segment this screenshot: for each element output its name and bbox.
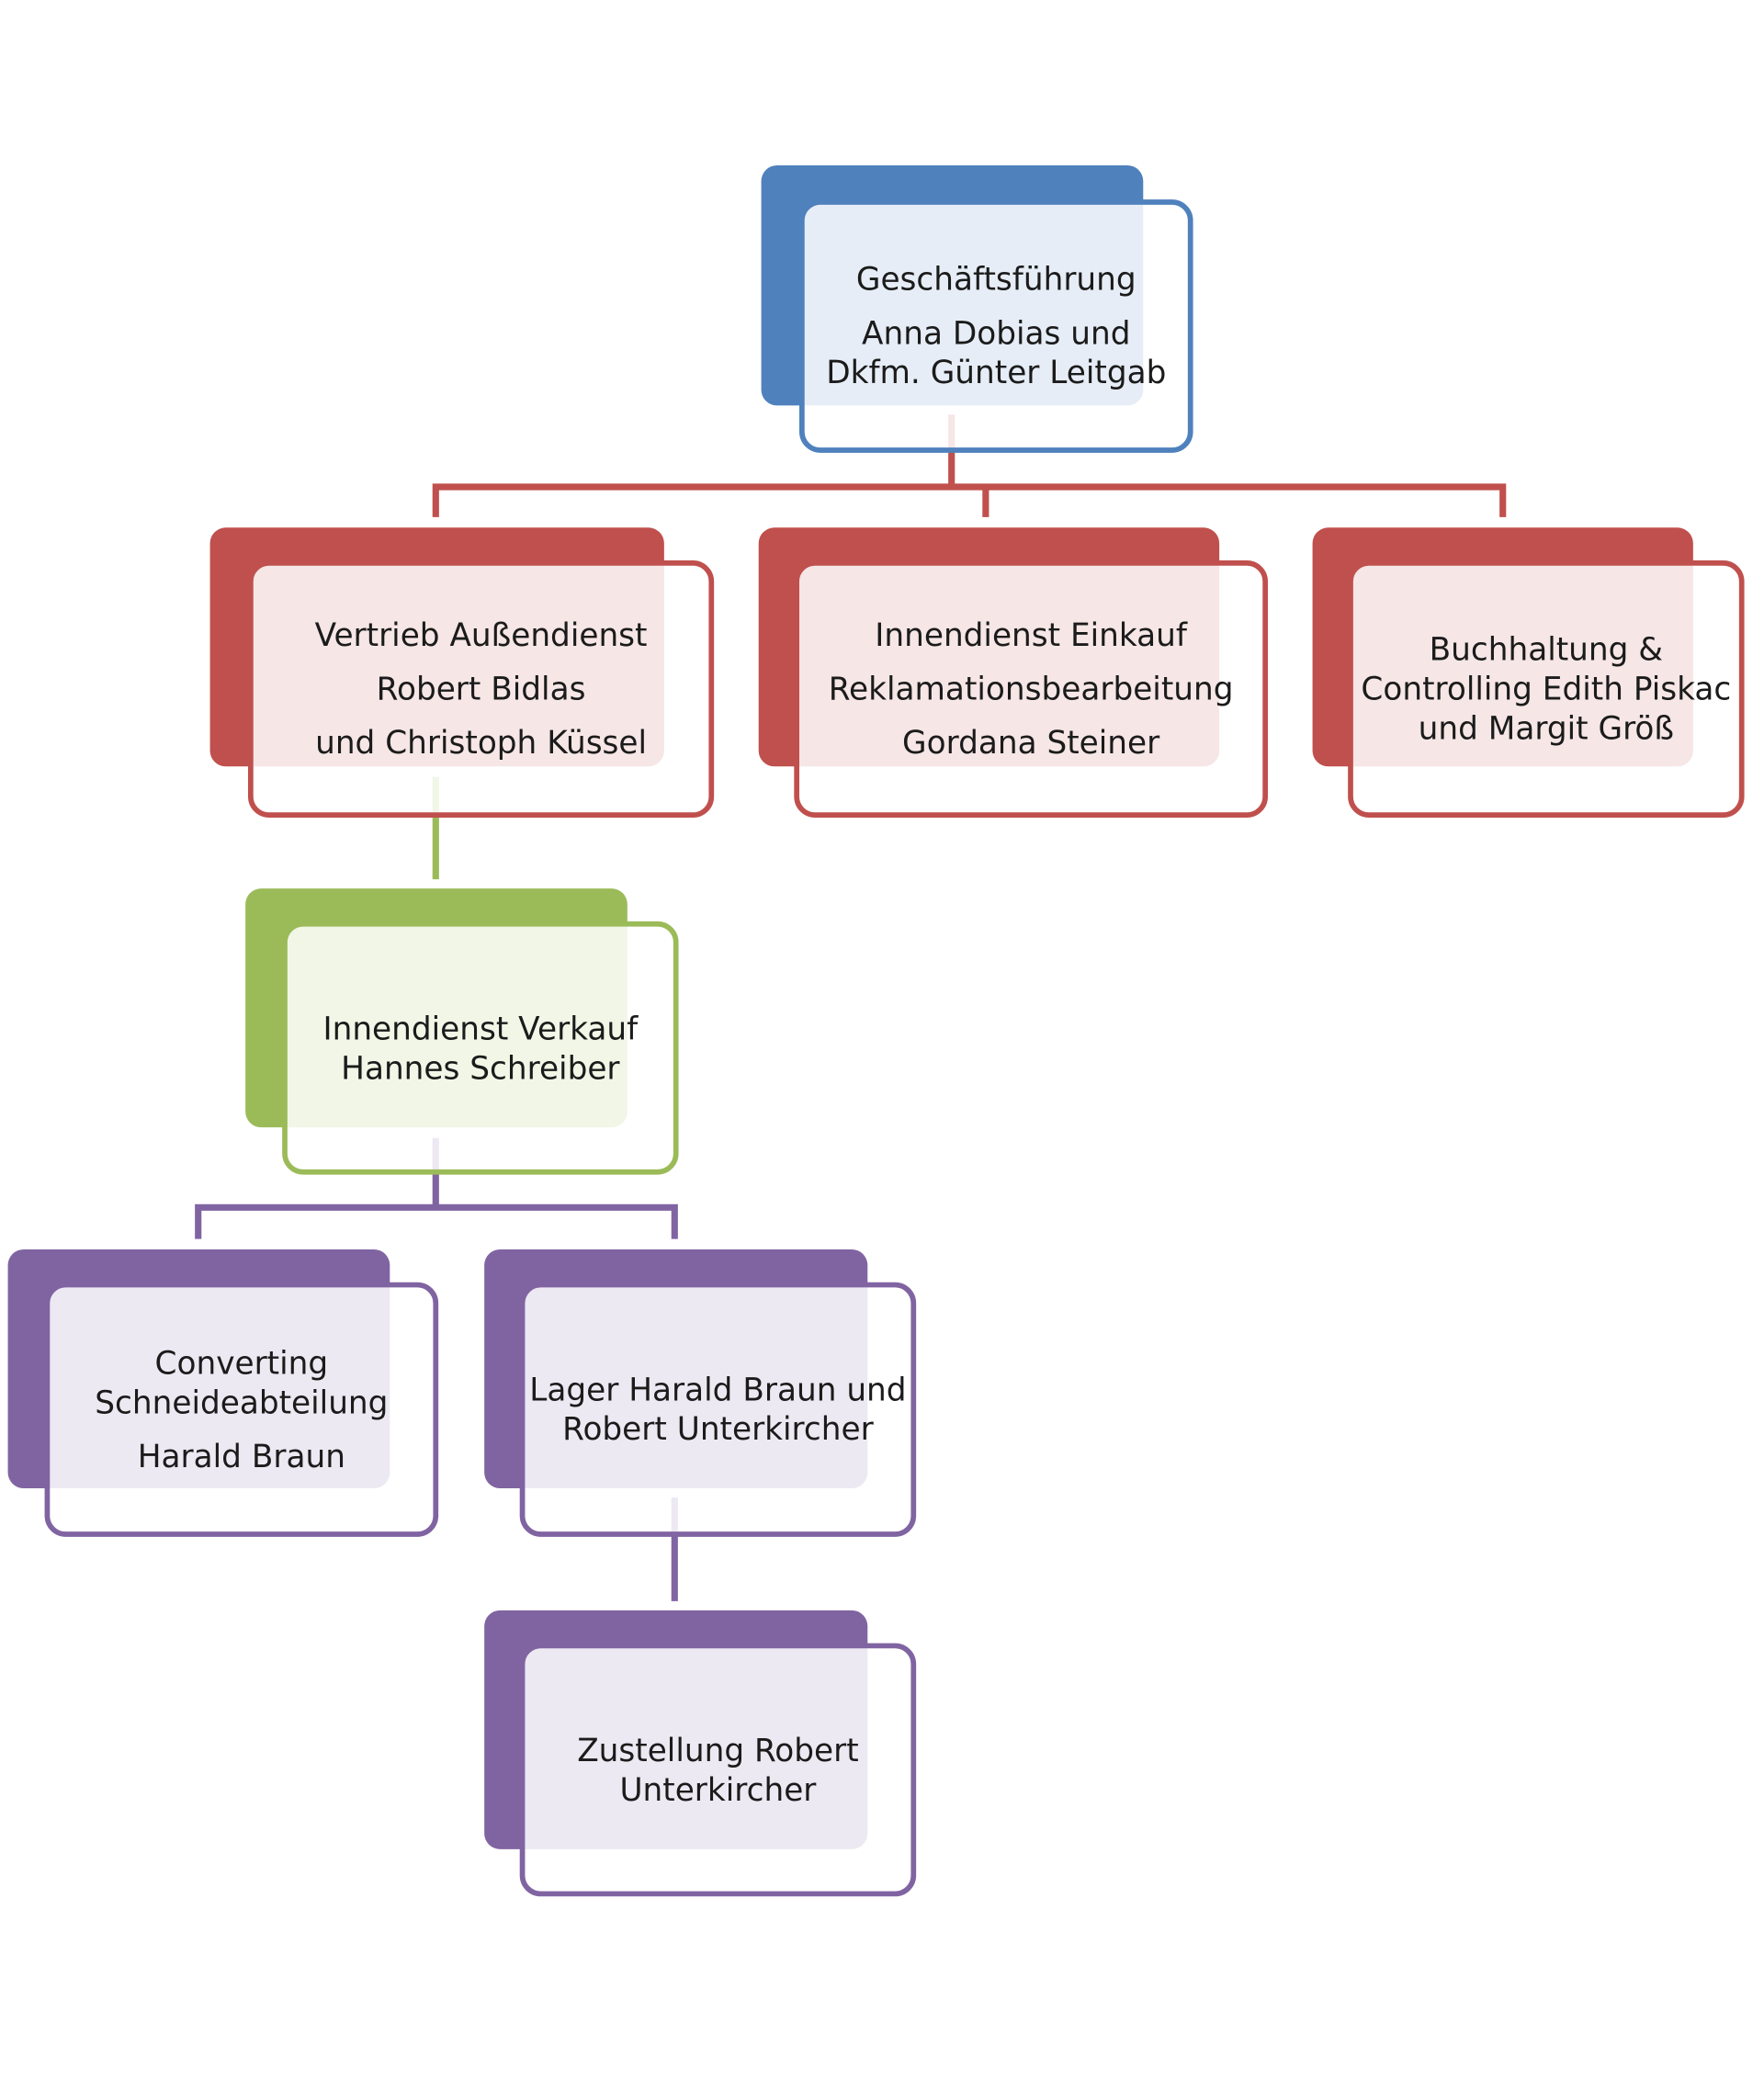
node-sales-field-box: Vertrieb Außendienst Robert Bidlas und C… <box>247 559 715 818</box>
node-management-line-3: Dkfm. Günter Leitgab <box>826 354 1167 391</box>
node-sales-office-line-1: Innendienst Verkauf <box>322 1010 639 1047</box>
node-warehouse-box: Lager Harald Braun und Robert Unterkirch… <box>519 1282 917 1537</box>
node-accounting-line-2: Controlling Edith Piskac <box>1361 670 1732 707</box>
node-converting-line-2: Schneideabteilung <box>95 1384 389 1421</box>
node-delivery-line-2: Unterkircher <box>619 1770 817 1808</box>
node-accounting-line-1: Buchhaltung & <box>1429 631 1664 669</box>
node-delivery-line-1: Zustellung Robert <box>577 1731 859 1768</box>
node-converting-line-3: Harald Braun <box>137 1437 345 1475</box>
node-sales-office-line-2: Hannes Schreiber <box>341 1049 620 1087</box>
node-converting-box: Converting Schneideabteilung Harald Brau… <box>44 1282 439 1537</box>
node-sales-field-line-3: und Christoph Küssel <box>315 724 648 762</box>
node-accounting-box: Buchhaltung & Controlling Edith Piskac u… <box>1348 559 1745 818</box>
node-purchasing-line-3: Gordana Steiner <box>902 724 1160 762</box>
node-purchasing-line-1: Innendienst Einkauf <box>875 616 1187 654</box>
node-sales-field-line-2: Robert Bidlas <box>376 670 586 707</box>
node-accounting-line-3: und Margit Größ <box>1418 709 1675 747</box>
node-management-box: Geschäftsführung Anna Dobias und Dkfm. G… <box>798 199 1193 453</box>
node-sales-field-line-1: Vertrieb Außendienst <box>314 616 648 654</box>
node-warehouse-line-1: Lager Harald Braun und <box>529 1371 907 1408</box>
node-purchasing-box: Innendienst Einkauf Reklamationsbearbeit… <box>794 559 1268 818</box>
connector-level2-bus <box>432 483 1507 517</box>
node-warehouse-line-2: Robert Unterkircher <box>562 1410 874 1448</box>
node-management-line-1: Geschäftsführung <box>855 261 1136 299</box>
node-management-line-2: Anna Dobias und <box>862 314 1131 352</box>
node-delivery-box: Zustellung Robert Unterkircher <box>519 1643 917 1897</box>
node-purchasing-line-2: Reklamationsbearbeitung <box>828 670 1234 707</box>
node-sales-office-box: Innendienst Verkauf Hannes Schreiber <box>282 921 679 1175</box>
connector-level4-bus <box>195 1203 678 1239</box>
node-converting-line-1: Converting <box>154 1344 329 1382</box>
